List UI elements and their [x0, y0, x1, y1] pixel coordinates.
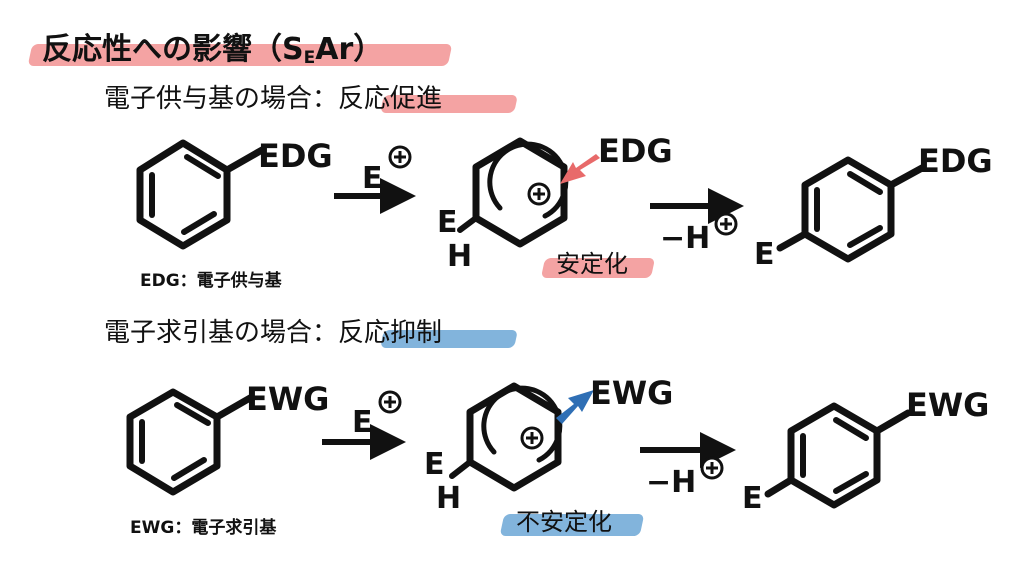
page-title: 反応性への影響（SEAr）: [42, 24, 383, 68]
edg-start-substituent: EDG: [258, 137, 333, 175]
ewg-product-substituent: EWG: [906, 386, 989, 424]
edg-sigma-e-label: E: [437, 205, 458, 240]
edg-sigma-substituent: EDG: [598, 132, 673, 170]
edg-sigma-complex: [457, 137, 569, 248]
edg-stability-label: 安定化: [556, 250, 628, 278]
edg-heading-prefix: 電子供与基の場合：: [104, 84, 339, 114]
ewg-stability-label: 不安定化: [516, 508, 612, 536]
title-suffix: Ar）: [315, 32, 384, 67]
ewg-benzene-product: [764, 402, 912, 509]
edg-benzene-start: [136, 139, 266, 250]
edg-electrophile-label: E: [362, 161, 383, 196]
edg-heading: 電子供与基の場合：反応促進: [104, 78, 442, 115]
ewg-sigma-substituent: EWG: [590, 374, 673, 412]
ewg-withdrawal-arrow-icon: [556, 390, 594, 424]
edg-electrophile-plus-icon: [388, 145, 412, 169]
edg-benzene-product: [776, 156, 926, 263]
ewg-sigma-h-label: H: [436, 481, 461, 516]
ewg-heading-effect: 反応抑制: [338, 318, 443, 348]
ewg-deprotonation-plus-icon: [700, 456, 724, 480]
ewg-electrophile-plus-icon: [378, 390, 402, 414]
title-subscript: E: [303, 48, 316, 68]
edg-sigma-h-label: H: [447, 239, 472, 274]
title-prefix: 反応性への影響（S: [42, 32, 304, 67]
ewg-start-substituent: EWG: [246, 380, 329, 418]
edg-heading-effect: 反応促進: [338, 84, 443, 114]
ewg-benzene-start: [126, 388, 254, 496]
ewg-minus-h-label: −H: [646, 465, 696, 500]
ewg-heading-prefix: 電子求引基の場合：: [104, 318, 339, 348]
ewg-caption: EWG：電子求引基: [130, 518, 277, 538]
edg-minus-h-label: −H: [660, 221, 710, 256]
ewg-sigma-complex: [449, 382, 563, 492]
edg-product-substituent: EDG: [918, 142, 993, 180]
ewg-electrophile-label: E: [352, 405, 373, 440]
edg-product-e-label: E: [754, 237, 775, 272]
ewg-heading: 電子求引基の場合：反応抑制: [104, 312, 442, 349]
edg-donation-arrow-icon: [560, 154, 600, 184]
ewg-product-e-label: E: [742, 481, 763, 516]
edg-caption: EDG：電子供与基: [140, 271, 282, 291]
edg-deprotonation-plus-icon: [714, 212, 738, 236]
ewg-sigma-e-label: E: [424, 447, 445, 482]
